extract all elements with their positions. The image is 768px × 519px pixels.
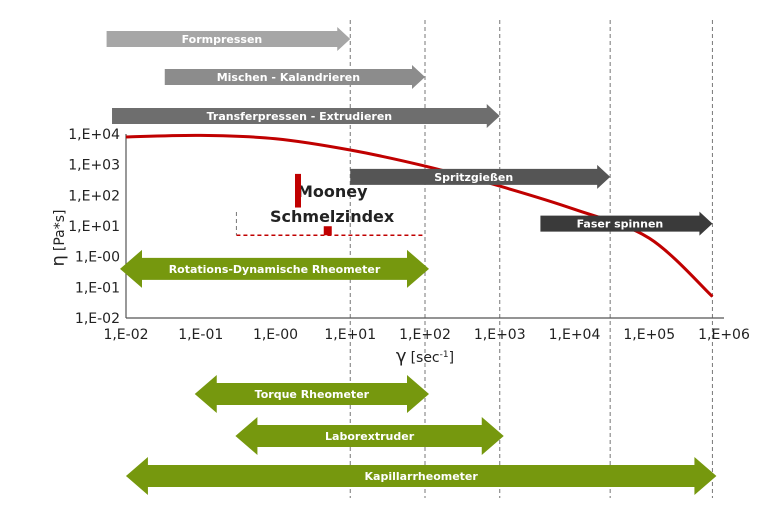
arrow-kapillarrheometer: Kapillarrheometer <box>125 457 717 495</box>
schmelzindex-marker <box>323 226 332 236</box>
arrow-faser-spinnen: Faser spinnen <box>540 211 713 236</box>
x-tick-label: 1,E+04 <box>549 327 601 343</box>
arrow-laborextruder: Laborextruder <box>235 417 504 455</box>
y-tick-label: 1,E+03 <box>68 158 120 174</box>
annotations: Mooney Schmelzindex <box>270 182 395 226</box>
arrow-label: Spritzgießen <box>434 171 513 184</box>
arrow-shape <box>350 164 611 189</box>
arrow-torque-rheometer: Torque Rheometer <box>194 375 429 413</box>
x-tick-label: 1,E-01 <box>178 327 223 343</box>
arrow-label: Kapillarrheometer <box>365 470 479 483</box>
y-tick-label: 1,E-00 <box>75 250 120 266</box>
axes <box>125 134 724 319</box>
arrow-transferpressen-extrudieren: Transferpressen - Extrudieren <box>112 104 500 128</box>
arrow-shape <box>125 457 717 495</box>
y-tick-label: 1,E+01 <box>68 219 120 235</box>
arrow-spritzgie-en: Spritzgießen <box>350 164 611 189</box>
x-tick-label: 1,E+01 <box>324 327 376 343</box>
arrow-label: Laborextruder <box>325 430 415 443</box>
x-tick-label: 1,E+06 <box>698 327 750 343</box>
arrow-shape <box>235 417 504 455</box>
arrow-label: Faser spinnen <box>577 218 664 231</box>
arrow-shape <box>106 27 351 51</box>
arrow-shape <box>164 65 425 89</box>
arrow-mischen-kalandrieren: Mischen - Kalandrieren <box>164 65 425 89</box>
y-tick-labels: 1,E-02 1,E-01 1,E-00 1,E+01 1,E+02 1,E+03 1,E+… <box>68 127 120 327</box>
x-tick-label: 1,E+02 <box>399 327 451 343</box>
y-tick-label: 1,E+02 <box>68 188 120 204</box>
mooney-label: Mooney <box>297 182 368 201</box>
arrow-shape <box>540 211 713 236</box>
mooney-bar <box>295 173 302 208</box>
arrow-shape <box>194 375 429 413</box>
arrow-rotations-dynamische-rheometer: Rotations-Dynamische Rheometer <box>120 249 429 288</box>
arrow-label: Mischen - Kalandrieren <box>217 71 360 84</box>
schmelzindex-label: Schmelzindex <box>270 207 395 226</box>
y-tick-label: 1,E+04 <box>68 127 120 143</box>
x-tick-label: 1,E-00 <box>253 327 298 343</box>
arrow-shape <box>120 249 429 288</box>
arrow-label: Rotations-Dynamische Rheometer <box>169 263 381 276</box>
x-tick-labels: 1,E-02 1,E-01 1,E-00 1,E+01 1,E+02 1,E+03 1,E+… <box>103 327 750 343</box>
x-tick-label: 1,E+05 <box>623 327 675 343</box>
y-tick-label: 1,E-02 <box>75 311 120 327</box>
x-axis-label: γ[sec-1] <box>396 346 454 367</box>
arrow-shape <box>112 104 500 128</box>
arrow-label: Torque Rheometer <box>255 388 370 401</box>
arrow-label: Formpressen <box>182 33 263 46</box>
arrow-formpressen: Formpressen <box>106 27 351 51</box>
x-tick-label: 1,E+03 <box>474 327 526 343</box>
arrow-label: Transferpressen - Extrudieren <box>207 110 393 123</box>
annotation-marks <box>236 173 425 236</box>
x-tick-label: 1,E-02 <box>103 327 148 343</box>
y-axis-label: η[Pa*s] <box>48 209 69 266</box>
y-tick-label: 1,E-01 <box>75 280 120 296</box>
